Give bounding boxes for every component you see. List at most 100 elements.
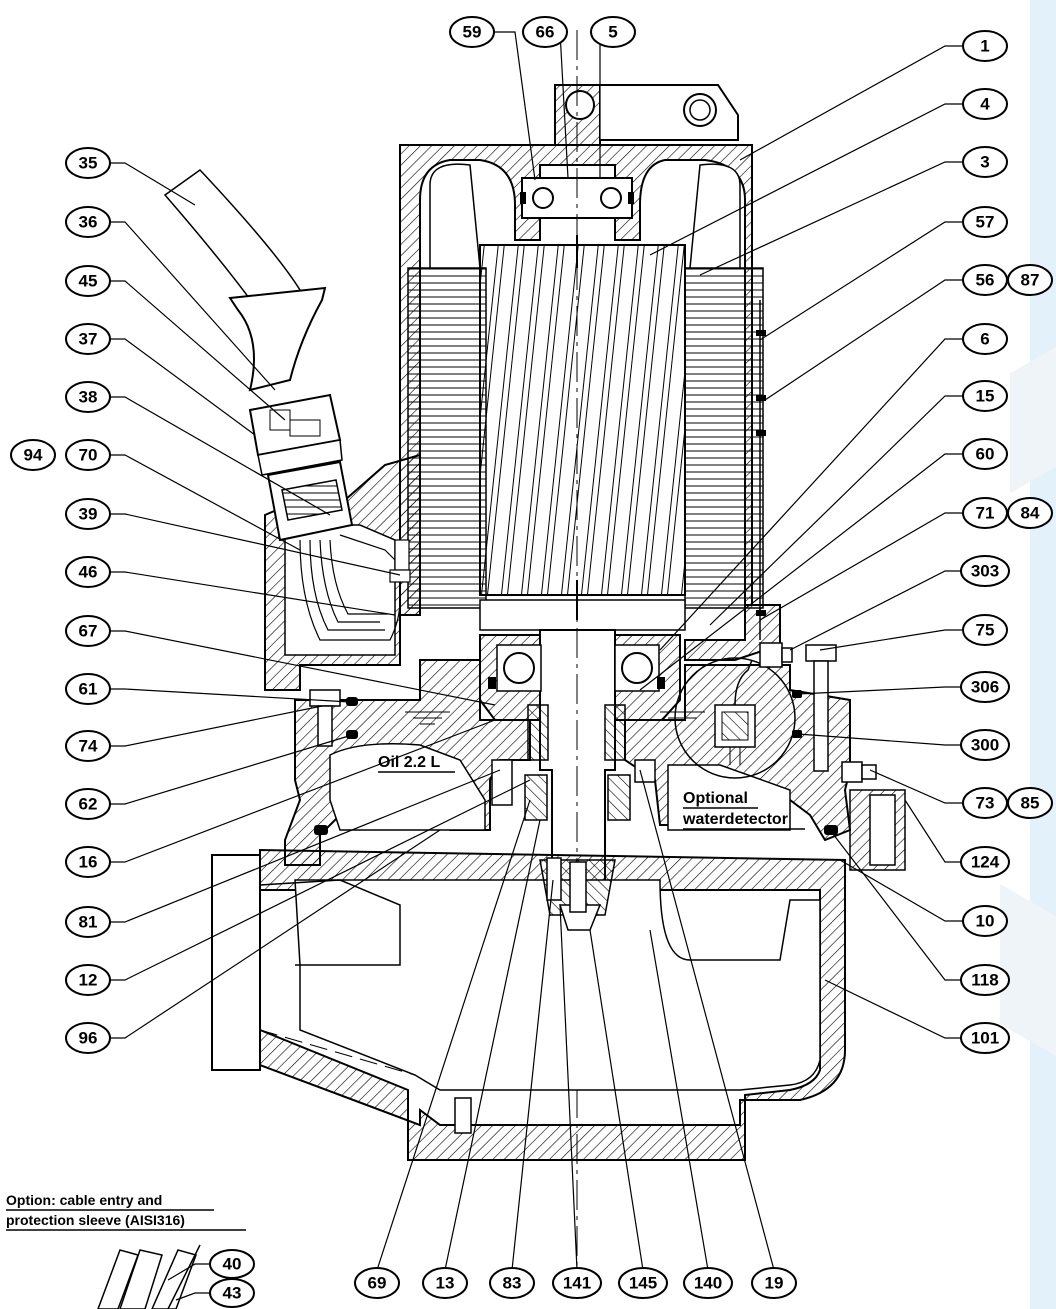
callout-118-text: 118 xyxy=(971,971,998,990)
callouts: 59 66 5 1 4 3 57 56 87 6 15 60 71 84 303… xyxy=(10,16,1053,1308)
callout-39-text: 39 xyxy=(79,505,98,524)
callout-300-text: 300 xyxy=(971,736,999,755)
oil-note: Oil 2.2 L xyxy=(378,754,440,771)
callout-61: 61 xyxy=(65,673,111,705)
callout-140: 140 xyxy=(683,1267,733,1299)
callout-62-text: 62 xyxy=(79,795,98,814)
callout-13: 13 xyxy=(422,1267,468,1299)
callout-67-text: 67 xyxy=(79,622,98,641)
callout-36: 36 xyxy=(65,206,111,238)
callout-4: 4 xyxy=(962,88,1008,120)
callout-10: 10 xyxy=(962,905,1008,937)
callout-57: 57 xyxy=(962,206,1008,238)
callout-101: 101 xyxy=(960,1022,1010,1054)
callout-303: 303 xyxy=(960,555,1010,587)
callout-3: 3 xyxy=(962,146,1008,178)
callout-87-text: 87 xyxy=(1021,271,1040,290)
callout-19: 19 xyxy=(751,1267,797,1299)
callout-40-text: 40 xyxy=(223,1255,242,1274)
callout-66-text: 66 xyxy=(536,23,555,42)
callout-71-text: 71 xyxy=(976,504,995,523)
callout-5-text: 5 xyxy=(608,23,617,42)
callout-40: 40 xyxy=(209,1249,255,1279)
callout-60-text: 60 xyxy=(976,445,995,464)
callout-303-text: 303 xyxy=(971,562,999,581)
callout-140-text: 140 xyxy=(694,1274,722,1293)
callout-35-text: 35 xyxy=(79,154,98,173)
callout-13-text: 13 xyxy=(436,1274,455,1293)
water-note-line2: waterdetector xyxy=(682,811,788,828)
callout-69-text: 69 xyxy=(368,1274,387,1293)
callout-38: 38 xyxy=(65,381,111,413)
callout-66: 66 xyxy=(522,16,568,48)
oil-chamber xyxy=(284,644,852,866)
callout-10-text: 10 xyxy=(976,912,995,931)
callout-300: 300 xyxy=(960,729,1010,761)
callout-145: 145 xyxy=(618,1267,668,1299)
callout-60: 60 xyxy=(962,438,1008,470)
callout-37-text: 37 xyxy=(79,330,98,349)
volute-casing xyxy=(211,848,846,1161)
callout-75-text: 75 xyxy=(976,621,995,640)
callout-36-text: 36 xyxy=(79,213,98,232)
callout-124-text: 124 xyxy=(971,853,1000,872)
callout-45-text: 45 xyxy=(79,272,98,291)
callout-306-text: 306 xyxy=(971,678,999,697)
callout-15: 15 xyxy=(962,380,1008,412)
callout-37: 37 xyxy=(65,323,111,355)
option-note-line1: Option: cable entry and xyxy=(6,1192,162,1208)
callout-6-text: 6 xyxy=(980,330,989,349)
callout-57-text: 57 xyxy=(976,213,995,232)
water-detector xyxy=(674,657,796,779)
callout-75: 75 xyxy=(962,614,1008,646)
callout-19-text: 19 xyxy=(765,1274,784,1293)
callout-46: 46 xyxy=(65,556,111,588)
callout-16: 16 xyxy=(65,846,111,878)
callout-43-text: 43 xyxy=(223,1284,242,1303)
callout-83: 83 xyxy=(489,1267,535,1299)
water-note-line1: Optional xyxy=(683,790,748,807)
right-fittings xyxy=(756,300,906,871)
callout-94-text: 94 xyxy=(24,446,43,465)
callout-6: 6 xyxy=(962,323,1008,355)
option-sleeve xyxy=(97,1244,201,1309)
callout-73-text: 73 xyxy=(976,794,995,813)
callout-71: 71 xyxy=(962,497,1008,529)
callout-4-text: 4 xyxy=(980,95,990,114)
lifting-handle xyxy=(554,84,739,146)
callout-84-text: 84 xyxy=(1021,504,1040,523)
callout-70: 70 xyxy=(65,439,111,471)
callout-3-text: 3 xyxy=(980,153,989,172)
callout-15-text: 15 xyxy=(976,387,995,406)
callout-56: 56 xyxy=(962,264,1008,296)
callout-83-text: 83 xyxy=(503,1274,522,1293)
callout-45: 45 xyxy=(65,265,111,297)
callout-59: 59 xyxy=(449,16,495,48)
callout-141-text: 141 xyxy=(563,1274,591,1293)
notes: Oil 2.2 L Optional waterdetector Option:… xyxy=(6,754,805,1231)
callout-1-text: 1 xyxy=(980,37,989,56)
callout-145-text: 145 xyxy=(629,1274,657,1293)
callout-81-text: 81 xyxy=(79,913,98,932)
callout-61-text: 61 xyxy=(79,680,98,699)
callout-73: 73 xyxy=(962,787,1008,819)
callout-1: 1 xyxy=(962,30,1008,62)
callout-35: 35 xyxy=(65,147,111,179)
callout-101-text: 101 xyxy=(971,1029,999,1048)
callout-67: 67 xyxy=(65,615,111,647)
callout-5: 5 xyxy=(590,16,636,48)
callout-12: 12 xyxy=(65,964,111,996)
watermark-band-1 xyxy=(1030,0,1056,1309)
callout-62: 62 xyxy=(65,788,111,820)
callout-74-text: 74 xyxy=(79,737,98,756)
callout-70-text: 70 xyxy=(79,446,98,465)
callout-81: 81 xyxy=(65,906,111,938)
callout-87: 87 xyxy=(1007,264,1053,296)
cable-entry xyxy=(163,169,411,641)
callout-69: 69 xyxy=(354,1267,400,1299)
callout-38-text: 38 xyxy=(79,388,98,407)
callout-85: 85 xyxy=(1007,787,1053,819)
callout-59-text: 59 xyxy=(463,23,482,42)
callout-306: 306 xyxy=(960,671,1010,703)
